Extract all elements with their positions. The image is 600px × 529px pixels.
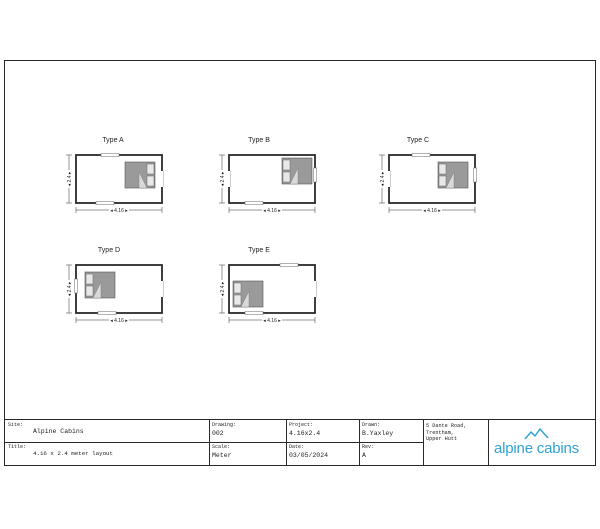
logo-text: alpine cabins [494,440,579,457]
window [279,263,299,267]
bed-sheet-fold [445,171,455,189]
window [473,167,477,183]
floor-plan-type-b: ◂ 4.16 ▸ ◂ 2.4 ▸ [219,154,317,214]
pillow [438,163,447,175]
rev-value: A [362,452,366,459]
scale-caption: Scale: [212,444,231,450]
pillow [85,273,94,285]
site-cell: Site: Alpine Cabins [5,420,209,442]
rev-caption: Rev: [362,444,375,450]
window [97,311,117,315]
bed-sheet-fold [240,290,250,308]
rev-cell: Rev: A [359,442,423,466]
window [244,311,264,315]
drawing-cell: Drawing: 002 [209,420,286,442]
window [313,167,317,183]
title-caption: Title: [8,444,27,450]
title-value: 4.16 x 2.4 meter layout [33,450,114,457]
date-value: 03/05/2024 [289,452,329,459]
height-dimension-label: ◂ 2.4 ▸ [67,281,73,296]
project-value: 4.16x2.4 [289,430,321,437]
floor-plan-type-d: ◂ 4.16 ▸ ◂ 2.4 ▸ [66,264,164,324]
bed-sheet-fold [289,167,299,185]
project-caption: Project: [289,422,314,428]
date-cell: Date: 03/05/2024 [286,442,359,466]
pillow [146,175,155,187]
height-dimension-label: ◂ 2.4 ▸ [380,171,386,186]
pillow [233,294,242,306]
height-dimension-label: ◂ 2.4 ▸ [220,171,226,186]
pillow [282,171,291,183]
drawing-caption: Drawing: [212,422,237,428]
floor-plan-type-c: ◂ 4.16 ▸ ◂ 2.4 ▸ [379,153,477,214]
address-line-2: Trentham, [426,429,455,436]
floor-plan-type-a: ◂ 4.16 ▸ ◂ 2.4 ▸ [66,153,164,214]
pillow [85,285,94,297]
width-dimension-label: ◂ 4.16 ▸ [263,318,281,324]
site-caption: Site: [8,422,24,428]
drawn-value: B.Yaxley [362,430,394,437]
date-caption: Date: [289,444,305,450]
title-cell: Title: 4.16 x 2.4 meter layout [5,442,209,466]
drawing-value: 002 [212,430,224,437]
plan-label-type-e: Type E [248,247,270,254]
plan-label-type-d: Type D [97,247,121,254]
width-dimension-label: ◂ 4.16 ▸ [110,318,128,324]
window [95,201,115,205]
height-dimension-label: ◂ 2.4 ▸ [220,281,226,296]
plan-label-type-a: Type A [102,137,124,144]
address-line-3: Upper Hutt [426,436,458,442]
floor-plan-type-e: ◂ 4.16 ▸ ◂ 2.4 ▸ [219,263,317,324]
logo-cell: alpine cabins [488,420,595,466]
pillow [233,282,242,294]
scale-value: Meter [212,452,232,459]
bed-sheet-fold [138,171,148,189]
plan-label-type-c: Type C [406,137,430,144]
address-cell: 5 Dante Road, Trentham, Upper Hutt [423,420,488,466]
mountain-logo-icon [524,428,549,440]
pillow [282,159,291,171]
drawing-sheet: ◂ 4.16 ▸◂ 2.4 ▸◂ 4.16 ▸◂ 2.4 ▸◂ 4.16 ▸◂ … [4,60,596,466]
title-block: Site: Alpine Cabins Title: 4.16 x 2.4 me… [5,419,595,466]
bed-sheet-fold [92,281,102,299]
scale-cell: Scale: Meter [209,442,286,466]
address-line-1: 5 Dante Road, [426,423,467,429]
height-dimension-label: ◂ 2.4 ▸ [67,171,73,186]
window [100,153,120,157]
width-dimension-label: ◂ 4.16 ▸ [263,208,281,214]
pillow [146,163,155,175]
site-value: Alpine Cabins [33,428,84,435]
plan-label-type-b: Type B [248,137,270,144]
window [244,201,264,205]
drawn-cell: Drawn: B.Yaxley [359,420,423,442]
pillow [438,175,447,187]
project-cell: Project: 4.16x2.4 [286,420,359,442]
window [411,153,431,157]
width-dimension-label: ◂ 4.16 ▸ [423,208,441,214]
window [74,278,78,294]
width-dimension-label: ◂ 4.16 ▸ [110,208,128,214]
drawn-caption: Drawn: [362,422,381,428]
floor-plans-canvas: ◂ 4.16 ▸◂ 2.4 ▸◂ 4.16 ▸◂ 2.4 ▸◂ 4.16 ▸◂ … [66,153,477,324]
